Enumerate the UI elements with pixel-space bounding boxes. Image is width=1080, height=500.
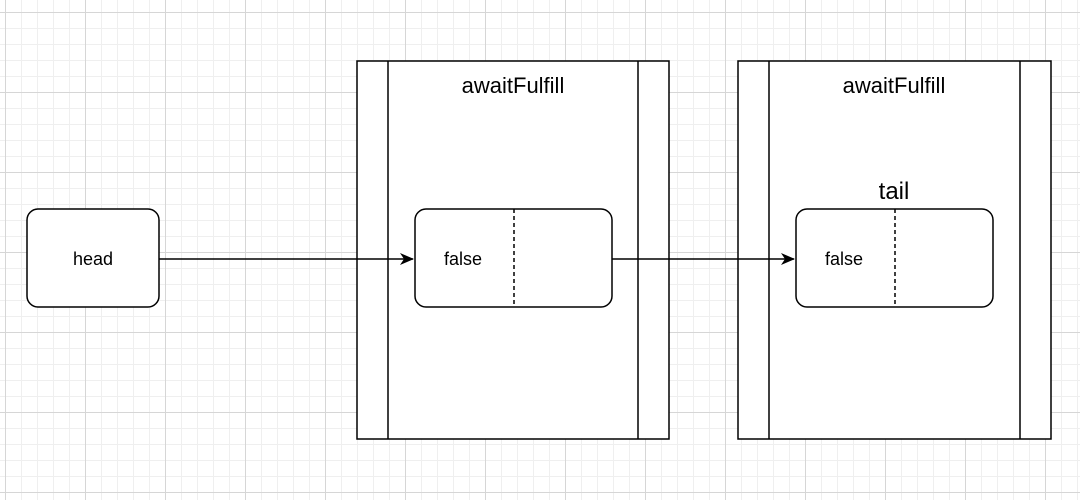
queue-node-2-label: false [825, 249, 863, 269]
head-node-box [26, 208, 160, 308]
head-node[interactable]: head [26, 208, 160, 308]
container-1-title: awaitFulfill [462, 73, 565, 98]
queue-node-1[interactable]: false [414, 208, 613, 308]
container-2-title: awaitFulfill [843, 73, 946, 98]
head-node-label: head [73, 249, 113, 269]
queue-node-1-label: false [444, 249, 482, 269]
tail-pointer-label: tail [879, 178, 910, 205]
queue-node-2[interactable]: false tail [795, 178, 994, 308]
